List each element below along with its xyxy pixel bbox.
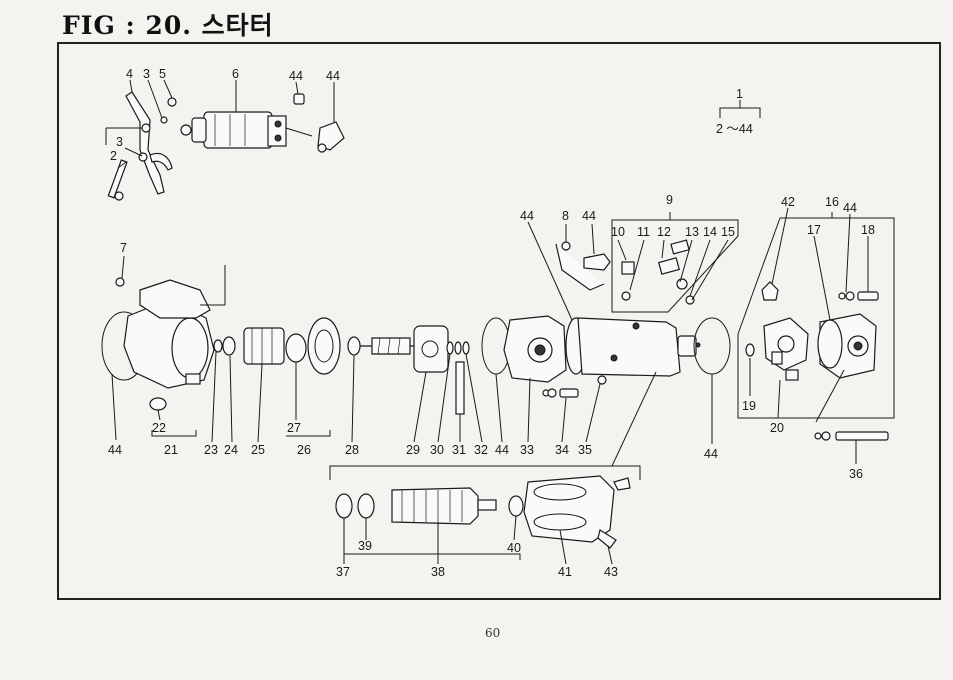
label-23: 23 [204,443,218,457]
brush-kit-box [611,212,739,313]
label-29: 29 [406,443,420,457]
yoke-assembly [503,241,731,398]
label-41: 41 [558,565,572,579]
terminal-boots [293,93,345,153]
label-43: 43 [604,565,618,579]
assembly-note-range: 2 ～44 [716,122,753,136]
pinion-row [213,317,511,415]
armature-box [329,371,657,560]
label-16: 16 [825,195,839,209]
label-21: 21 [164,443,178,457]
label-11: 11 [637,225,650,239]
label-19: 19 [742,399,756,413]
label-44c: 44 [520,209,534,223]
label-34: 34 [555,443,569,457]
label-7: 7 [120,241,127,255]
label-33: 33 [520,443,534,457]
label-37: 37 [336,565,350,579]
label-12: 12 [657,225,671,239]
label-20: 20 [770,421,784,435]
label-44e: 44 [843,201,857,215]
label-25: 25 [251,443,265,457]
solenoid-switch [180,111,313,149]
label-44b: 44 [326,69,340,83]
label-5: 5 [159,67,166,81]
label-38: 38 [431,565,445,579]
label-9: 9 [666,193,673,207]
label-8: 8 [562,209,569,223]
label-27: 27 [287,421,301,435]
label-35: 35 [578,443,592,457]
label-24: 24 [224,443,238,457]
label-4a: 4 [126,67,133,81]
label-15: 15 [721,225,735,239]
page-number: 60 [485,626,501,640]
label-18: 18 [861,223,875,237]
label-6: 6 [232,67,239,81]
label-36: 36 [849,467,863,481]
label-10: 10 [611,225,625,239]
assembly-bracket [719,100,761,118]
drive-housing [101,265,226,411]
label-31: 31 [452,443,466,457]
label-30: 30 [430,443,444,457]
leader-lines [111,79,869,565]
label-22: 22 [152,421,166,435]
label-44g: 44 [495,443,509,457]
label-32: 32 [474,443,488,457]
label-42: 42 [781,195,795,209]
label-13: 13 [685,225,699,239]
rear-cover-group [737,212,895,441]
label-39: 39 [358,539,372,553]
label-26: 26 [297,443,311,457]
label-44a: 44 [289,69,303,83]
label-40: 40 [507,541,521,555]
label-17: 17 [807,223,821,237]
label-3a: 3 [143,67,150,81]
diagram-frame [57,42,941,600]
label-14: 14 [703,225,717,239]
assembly-note-top: 1 [736,87,743,101]
label-2: 2 [110,149,117,163]
figure-title: FIG : 20. 스타터 [62,11,274,40]
label-44d: 44 [582,209,596,223]
label-44f: 44 [704,447,718,461]
part-labels: 4 3 5 6 44 44 3 2 7 44 8 44 9 10 11 12 1… [108,67,875,579]
label-3b: 3 [116,135,123,149]
label-28: 28 [345,443,359,457]
label-44h: 44 [108,443,122,457]
